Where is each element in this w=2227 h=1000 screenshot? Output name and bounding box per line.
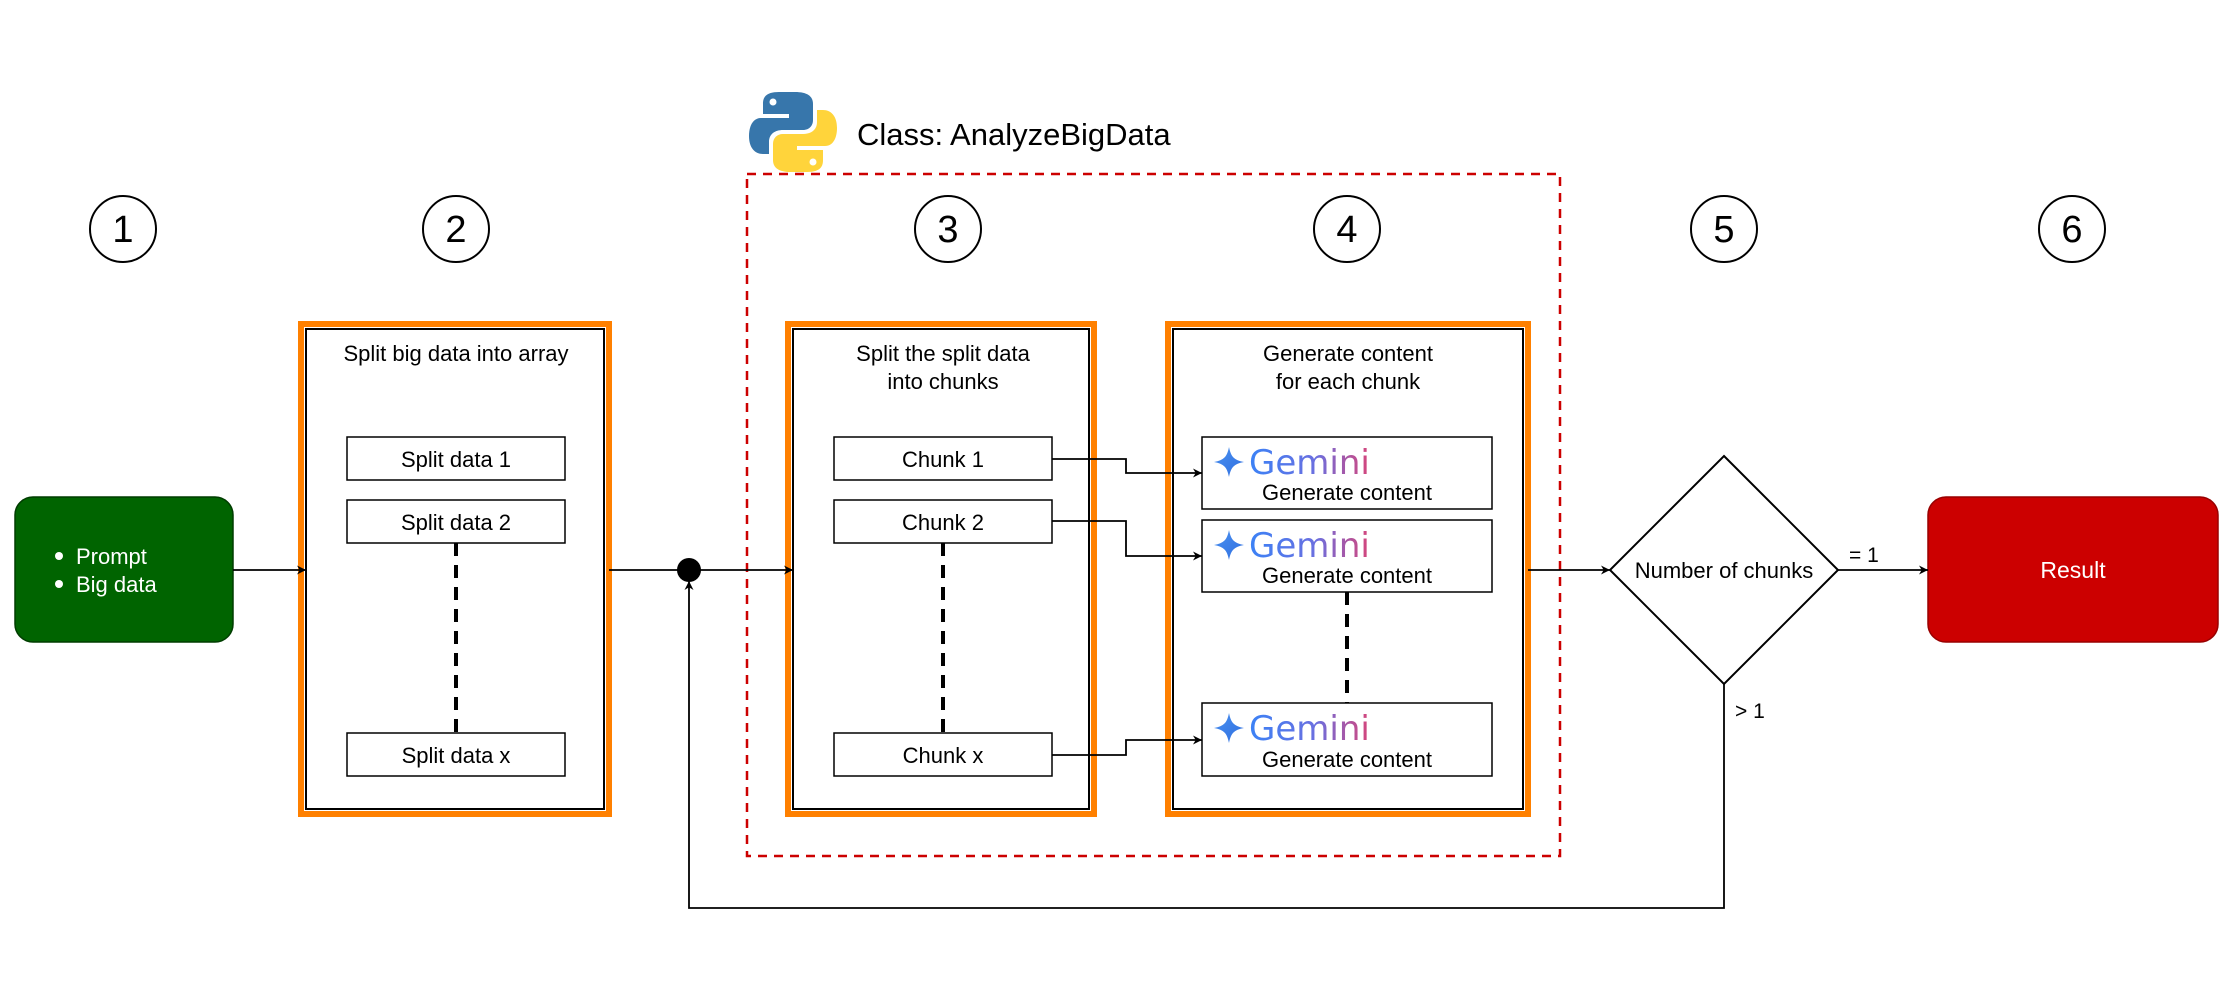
generate-box-title-line1: Generate content [1263,341,1433,366]
arrow-chunk1-to-gemini1 [1052,458,1202,478]
input-item-prompt: Prompt [76,544,147,569]
decision-label: Number of chunks [1635,558,1814,583]
gemini-brand-label: Gemini [1249,443,1370,483]
chunk-box-title-line1: Split the split data [856,341,1030,366]
junction-dot [677,558,701,582]
split-item-2-label: Split data 2 [401,510,511,535]
step-circle-1: 1 [89,195,157,263]
step-number-4: 4 [1336,209,1357,251]
chunk-item-x-label: Chunk x [903,743,984,768]
gemini-sparkle-icon [1214,713,1244,743]
decision-gt-label: > 1 [1735,700,1765,723]
loop-back-arrow [684,581,1725,909]
connectors [233,458,1928,909]
generate-content-label-2: Generate content [1262,563,1432,588]
generate-content-label-x: Generate content [1262,747,1432,772]
step-circle-3: 3 [914,195,982,263]
step-circle-2: 2 [422,195,490,263]
gemini-card-2: Gemini Generate content [1201,519,1493,593]
step-circle-4: 4 [1313,195,1381,263]
step-number-5: 5 [1713,209,1734,251]
class-label: Class: AnalyzeBigData [857,117,1171,152]
generate-process-box: Generate content for each chunk Gemini G… [1165,321,1531,817]
python-logo-icon [749,92,837,172]
gemini-sparkle-icon [1214,530,1244,560]
split-item-x [346,732,566,777]
chunk-process-box: Split the split data into chunks Chunk 1… [785,321,1097,817]
generate-content-label-1: Generate content [1262,480,1432,505]
input-box: Prompt Big data [14,496,234,643]
chunk-item-2-label: Chunk 2 [902,510,984,535]
result-label: Result [2040,557,2106,583]
step-number-3: 3 [937,209,958,251]
split-process-box: Split big data into array Split data 1 S… [298,321,612,817]
input-item-big-data: Big data [76,572,157,597]
gemini-card-x: Gemini Generate content [1201,702,1493,777]
generate-box-title-line2: for each chunk [1276,369,1421,394]
chunk-box-title-line2: into chunks [887,369,998,394]
split-item-2 [346,499,566,544]
result-box: Result [1927,496,2219,643]
arrow-chunkx-to-geminix [1052,735,1202,756]
split-item-1-label: Split data 1 [401,447,511,472]
step-number-2: 2 [445,209,466,251]
chunk-item-1-label: Chunk 1 [902,447,984,472]
step-number-1: 1 [112,209,133,251]
decision-eq-label: = 1 [1849,544,1879,567]
chunk-item-1 [833,436,1053,481]
step-circle-6: 6 [2038,195,2106,263]
gemini-card-1: Gemini Generate content [1201,436,1493,510]
decision-diamond: Number of chunks [1608,454,1840,686]
arrow-chunk2-to-gemini2 [1052,520,1202,561]
gemini-brand-label: Gemini [1249,526,1370,566]
gemini-brand-label: Gemini [1249,709,1370,749]
class-boundary [745,172,1562,858]
split-item-1 [346,436,566,481]
step-circle-5: 5 [1690,195,1758,263]
step-number-6: 6 [2061,209,2082,251]
gemini-sparkle-icon [1214,447,1244,477]
split-item-x-label: Split data x [402,743,511,768]
split-box-title: Split big data into array [343,341,568,366]
